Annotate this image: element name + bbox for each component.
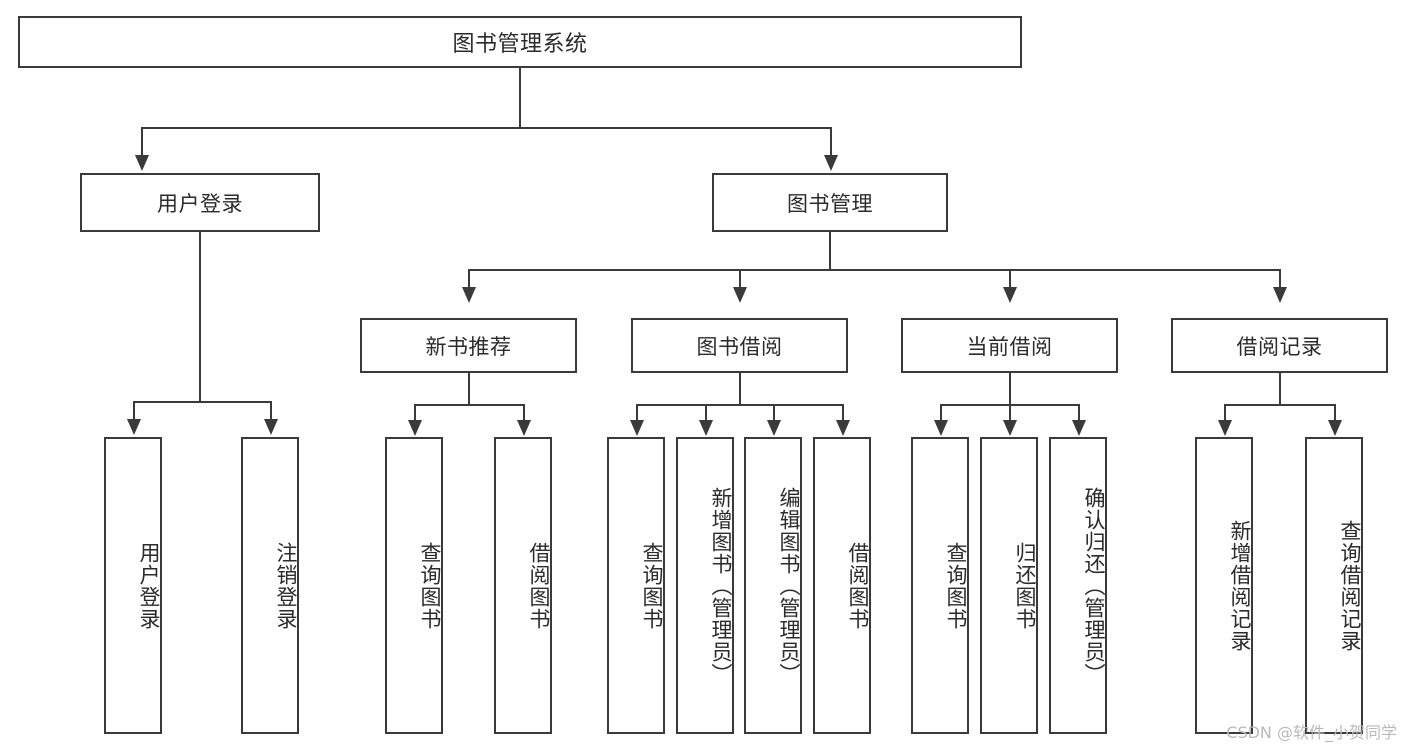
leaf-book-borrow-query[interactable]: 查询图书 xyxy=(607,437,665,734)
connector-new-book-drop-2 xyxy=(523,404,525,422)
connector-root-bus xyxy=(141,127,831,129)
node-label: 新增图书（管理员） xyxy=(709,486,733,685)
connector-borrow-record-drop-1 xyxy=(1224,404,1226,422)
arrow-new-book-leaf-1 xyxy=(408,420,422,436)
leaf-book-borrow-add[interactable]: 新增图书（管理员） xyxy=(676,437,734,734)
connector-book-borrow-bus xyxy=(636,404,843,406)
connector-book-mgmt-drop-3 xyxy=(1009,269,1011,289)
node-label: 归还图书 xyxy=(1013,541,1037,630)
node-label: 图书管理 xyxy=(787,191,873,216)
connector-book-mgmt-drop-1 xyxy=(468,269,470,289)
node-label: 当前借阅 xyxy=(966,334,1053,359)
arrow-book-mgmt-to-new-book xyxy=(462,287,476,303)
connector-book-mgmt-bus xyxy=(468,269,1280,271)
connector-borrow-record-bus xyxy=(1224,404,1335,406)
connector-user-login-stem xyxy=(199,232,201,402)
node-label: 查询借阅记录 xyxy=(1338,519,1362,652)
connector-current-borrow-stem xyxy=(1009,373,1011,405)
node-label: 用户登录 xyxy=(157,191,243,216)
connector-current-borrow-drop-1 xyxy=(940,404,942,422)
leaf-borrow-record-add[interactable]: 新增借阅记录 xyxy=(1195,437,1253,734)
connector-new-book-stem xyxy=(468,373,470,405)
arrow-book-borrow-leaf-1 xyxy=(630,420,644,436)
node-label: 新增借阅记录 xyxy=(1228,519,1252,652)
connector-current-borrow-drop-3 xyxy=(1078,404,1080,422)
connector-book-mgmt-stem xyxy=(829,232,831,270)
arrow-root-to-user-login xyxy=(135,155,149,171)
leaf-current-borrow-confirm[interactable]: 确认归还（管理员） xyxy=(1049,437,1107,734)
arrow-new-book-leaf-2 xyxy=(517,420,531,436)
node-label: 查询图书 xyxy=(640,541,664,630)
connector-book-borrow-drop-4 xyxy=(842,404,844,422)
leaf-book-borrow-lend[interactable]: 借阅图书 xyxy=(813,437,871,734)
leaf-user-login-signout[interactable]: 注销登录 xyxy=(241,437,299,734)
leaf-borrow-record-query[interactable]: 查询借阅记录 xyxy=(1305,437,1363,734)
connector-borrow-record-stem xyxy=(1279,373,1281,405)
connector-book-mgmt-drop-2 xyxy=(739,269,741,289)
arrow-borrow-record-leaf-2 xyxy=(1328,420,1342,436)
node-label: 图书借阅 xyxy=(696,334,783,359)
node-label: 借阅图书 xyxy=(527,541,551,630)
arrow-book-mgmt-to-record xyxy=(1273,287,1287,303)
leaf-current-borrow-return[interactable]: 归还图书 xyxy=(980,437,1038,734)
arrow-book-mgmt-to-current xyxy=(1003,287,1017,303)
connector-book-borrow-stem xyxy=(739,373,741,405)
arrow-current-borrow-leaf-3 xyxy=(1072,420,1086,436)
arrow-user-login-leaf-1 xyxy=(127,419,141,435)
node-label: 查询图书 xyxy=(944,541,968,630)
node-book-borrow[interactable]: 图书借阅 xyxy=(631,318,848,373)
connector-book-borrow-drop-2 xyxy=(705,404,707,422)
connector-new-book-drop-1 xyxy=(414,404,416,422)
connector-user-login-bus xyxy=(133,401,271,403)
arrow-book-borrow-leaf-3 xyxy=(767,420,781,436)
connector-book-borrow-drop-1 xyxy=(636,404,638,422)
arrow-user-login-leaf-2 xyxy=(264,419,278,435)
leaf-book-borrow-edit[interactable]: 编辑图书（管理员） xyxy=(744,437,802,734)
node-label: 图书管理系统 xyxy=(452,32,588,57)
arrow-book-mgmt-to-borrow xyxy=(733,287,747,303)
leaf-new-book-borrow[interactable]: 借阅图书 xyxy=(494,437,552,734)
node-label: 编辑图书（管理员） xyxy=(777,486,801,685)
connector-book-borrow-drop-3 xyxy=(773,404,775,422)
arrow-book-borrow-leaf-4 xyxy=(836,420,850,436)
connector-borrow-record-drop-2 xyxy=(1334,404,1336,422)
node-label: 确认归还（管理员） xyxy=(1082,486,1106,685)
connector-new-book-bus xyxy=(414,404,524,406)
node-current-borrow[interactable]: 当前借阅 xyxy=(901,318,1118,373)
node-label: 注销登录 xyxy=(274,541,298,630)
connector-user-login-drop-2 xyxy=(270,401,272,421)
watermark: CSDN @软件_小贺同学 xyxy=(1226,723,1397,742)
connector-root-stem xyxy=(519,68,521,128)
arrow-current-borrow-leaf-1 xyxy=(934,420,948,436)
node-root-system[interactable]: 图书管理系统 xyxy=(18,16,1022,68)
arrow-book-borrow-leaf-2 xyxy=(699,420,713,436)
connector-book-mgmt-drop-4 xyxy=(1279,269,1281,289)
arrow-root-to-book-mgmt xyxy=(824,155,838,171)
arrow-current-borrow-leaf-2 xyxy=(1003,420,1017,436)
connector-root-to-user-login xyxy=(141,127,143,157)
node-label: 新书推荐 xyxy=(425,334,512,359)
connector-current-borrow-drop-2 xyxy=(1009,404,1011,422)
node-label: 借阅图书 xyxy=(846,541,870,630)
node-new-book-recommend[interactable]: 新书推荐 xyxy=(360,318,577,373)
node-label: 用户登录 xyxy=(137,541,161,630)
node-user-login[interactable]: 用户登录 xyxy=(80,173,320,232)
arrow-borrow-record-leaf-1 xyxy=(1218,420,1232,436)
node-book-management[interactable]: 图书管理 xyxy=(712,173,948,232)
node-label: 查询图书 xyxy=(418,541,442,630)
connector-user-login-drop-1 xyxy=(133,401,135,421)
node-borrow-record[interactable]: 借阅记录 xyxy=(1171,318,1388,373)
leaf-current-borrow-query[interactable]: 查询图书 xyxy=(911,437,969,734)
leaf-new-book-query[interactable]: 查询图书 xyxy=(385,437,443,734)
connector-root-to-book-mgmt xyxy=(830,127,832,157)
leaf-user-login-signin[interactable]: 用户登录 xyxy=(104,437,162,734)
node-label: 借阅记录 xyxy=(1236,334,1323,359)
